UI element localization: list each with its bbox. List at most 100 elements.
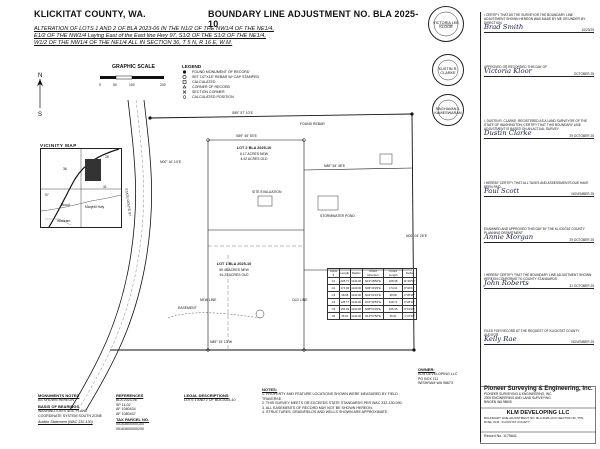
basis-heading: BASIS OF BEARINGS (38, 403, 80, 409)
owner-line: WISHRAM WA 98673 (418, 381, 453, 386)
scale-bar-icon (100, 75, 164, 80)
table-header: Delta (402, 268, 417, 278)
table-cell: 174.48 (338, 284, 351, 292)
vicinity-drawing (41, 149, 121, 227)
scale-tick: 200 (160, 83, 166, 87)
table-cell: 128.77 (338, 298, 351, 306)
table-cell: 228.77 (338, 277, 351, 285)
cert-text: APPROVED OR RECORDED THIS DAY OF (484, 65, 548, 69)
divider (484, 195, 594, 197)
table-cell: N13°57'56"E (361, 312, 385, 320)
cert-date: OCTOBER 25 (573, 71, 594, 76)
rebar-icon (182, 75, 187, 79)
contact-line: BINGEN WA 98605 (484, 399, 512, 404)
tax-heading: TAX PARCEL NO. (116, 417, 150, 423)
lot2-name: LOT 2 BLA 2025-10 (236, 146, 272, 150)
table-row: C5 165.49 1140.00 N08°53'20"E 165.35 8°1… (327, 305, 417, 313)
owner-heading: OWNER: (418, 367, 435, 372)
bearing-label: S89° 45' 53"E (236, 134, 257, 138)
scale-title: GRAPHIC SCALE (112, 64, 155, 70)
signature: Annie Morgan (484, 232, 534, 241)
bearing-label: N89° 19' 13"W (210, 340, 233, 344)
monuments-block: MONUMENTS NOTED AS SHOWN HEREON BASIS OF… (38, 393, 108, 425)
legend-item: FOUND MONUMENT OF RECORD (192, 70, 250, 74)
table-cell: C1 (327, 277, 340, 285)
divider (484, 241, 594, 243)
table-cell: 1°47'23" (402, 312, 417, 320)
table-cell: C3 (327, 291, 340, 299)
seal-ring-icon (437, 99, 459, 121)
legal-line: LOTS 1 AND 2 OF BLA 2025-10 (184, 398, 236, 403)
approval-certificate: APPROVED OR RECORDED THIS DAY OF Victori… (484, 65, 594, 77)
reference-line: AF 1080434 (116, 407, 136, 412)
seal-name: KUSTIN R. CLARKE (438, 67, 458, 75)
lot1-name: LOT 1 BLA 2025-10 (216, 262, 252, 266)
cert-text: I HEREBY CERTIFY THAT ALL TAXES AND ASSE… (484, 181, 589, 189)
company-contact: PIONEER SURVEYING & ENGINEERING, INC. 20… (484, 392, 552, 404)
table-cell: 128.71 (383, 298, 404, 306)
plat-note: NEW LINE (200, 298, 217, 302)
curve-table: Curve # Length Radius Chord Direction Ch… (327, 268, 417, 320)
table-cell: 1140.00 (349, 277, 363, 285)
table-header: Chord Length (383, 268, 404, 278)
vicinity-title: VICINITY MAP (40, 143, 77, 148)
cert-text: I HEREBY CERTIFY THAT THE BOUNDARY LINE … (484, 273, 592, 281)
surveyor-seal: VICTORIA LEE KLOOR (428, 6, 464, 42)
monuments-heading: MONUMENTS NOTED (38, 393, 80, 398)
seal-name: RAGHAVAN J. KAMESWARAN (434, 107, 462, 115)
lot2-old-area: 4.42 ACRES OLD (240, 157, 268, 161)
map-label: 31 (103, 185, 107, 189)
cert-date: 10/23/25 (581, 27, 594, 32)
owner-line: PO BOX 111 (418, 376, 439, 381)
divider (484, 75, 594, 77)
signature: John Roberts (484, 278, 529, 287)
divider (484, 287, 594, 289)
table-cell: N08°53'20"E (361, 305, 385, 313)
table-header: Curve # (327, 268, 340, 278)
table-cell: 1140.00 (349, 298, 363, 306)
table-cell: 35.61 (383, 312, 404, 320)
graphic-scale: GRAPHIC SCALE 0 50 100 200 (92, 64, 178, 94)
notes-heading: NOTES: (262, 387, 278, 392)
bearing-label: S89° 57' 10"E (232, 111, 253, 115)
project-description: BOUNDARY LINE ADJUSTMENT NO. BLA 2025-10… (484, 416, 584, 424)
table-header: Length (338, 268, 351, 278)
table-cell: 8°46'07" (402, 284, 417, 292)
table-cell: 174.31 (383, 284, 404, 292)
table-cell: N19°48'56"E (361, 277, 385, 285)
cert-date: NOVEMBER 25 (571, 191, 594, 196)
table-cell: C4 (327, 298, 340, 306)
table-cell: C6 (327, 312, 340, 320)
auditor-note: Auditor Statement (WAC 332-130) (38, 420, 93, 425)
vicinity-map: 36 25 31 Wood Maryhill Hwy 97 Wishram (40, 148, 122, 228)
legend-item: CALCULATED (192, 80, 216, 84)
table-cell: 35.61 (338, 312, 351, 320)
cert-date: 29 OCTOBER 25 (569, 237, 594, 242)
divider (484, 137, 594, 139)
map-label: Wood (61, 203, 70, 207)
cert-text: I CERTIFY THAT AS THE SURVEYOR THE BOUND… (484, 13, 586, 25)
table-cell: N04°02'19"E (361, 291, 385, 299)
svg-text:N: N (38, 73, 42, 79)
table-cell: C2 (327, 284, 340, 292)
table-header-row: Curve # Length Radius Chord Direction Ch… (327, 268, 417, 278)
references-heading: REFERENCES (116, 393, 144, 398)
section-corner-icon (182, 90, 187, 94)
lot2-area: 6.17 ACRES NEW (240, 152, 268, 156)
title-bar: KLICKITAT COUNTY, WA. BOUNDARY LINE ADJU… (34, 6, 426, 29)
table-cell: 11°29'55" (402, 277, 417, 285)
table-cell: N01°39'53"E (361, 298, 385, 306)
owner-block: OWNER: KLM DEVELOPING LLC PO BOX 111 WIS… (418, 367, 478, 386)
lot1-area: 59.48 ACRES NEW (219, 268, 249, 272)
auditor-certificate: FILED FOR RECORD AT THE REQUEST OF KLICK… (484, 329, 594, 345)
reference-line: AF 1080437 (116, 411, 136, 416)
plat-note: FOUND REBAR (300, 122, 325, 126)
map-label: Maryhill Hwy (85, 205, 105, 209)
legend-item: CORNER OF RECORD (192, 85, 231, 89)
corner-icon (182, 85, 187, 89)
signature: Kelly Rae (484, 334, 517, 343)
reference-line: BLA 2023-06 (116, 398, 137, 403)
basis-line: COORDINATE SYSTEM SOUTH ZONE (38, 413, 103, 418)
map-label: 97 (45, 193, 49, 197)
table-cell: 48.68 (383, 291, 404, 299)
